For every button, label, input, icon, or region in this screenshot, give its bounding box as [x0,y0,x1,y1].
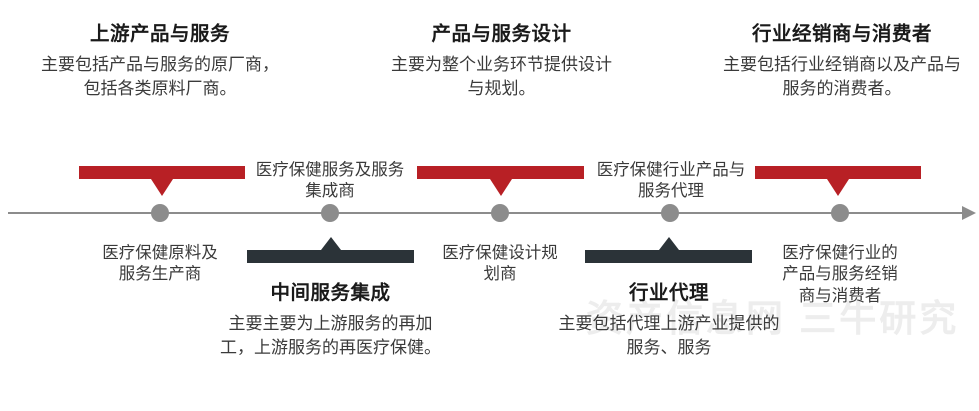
dark-bar-1-arrow-up-icon [320,237,341,250]
lower-block-2-heading: 行业代理 [628,282,709,304]
dark-bar-2 [585,237,752,263]
node-caption-5: 医疗保健行业的产品与服务经销商与消费者 [782,244,898,305]
lower-block-1-body: 主要主要为上游服务的再加工，上游服务的再医疗保健。 [220,313,441,358]
timeline-arrow-right-icon [962,206,976,220]
timeline-axis [8,212,968,214]
watermark: 资产信息网 三牛研究 [586,298,960,339]
dark-bar-1 [247,237,414,263]
upper-block-1-heading: 上游产品与服务 [89,23,230,45]
node-caption-4: 医疗保健行业产品与服务代理 [596,161,746,201]
upper-block-3: 行业经销商与消费者 主要包括行业经销商以及产品与服务的消费者。 [718,22,966,102]
upper-block-1: 上游产品与服务 主要包括产品与服务的原厂商，包括各类原料厂商。 [40,22,280,102]
node-caption-1: 医疗保健原料及服务生产商 [102,244,218,284]
red-bar-1-arrow-down-icon [151,179,173,196]
upper-block-2: 产品与服务设计 主要为整个业务环节提供设计与规划。 [384,22,619,102]
upper-block-3-body: 主要包括行业经销商以及产品与服务的消费者。 [723,54,961,99]
timeline-node-4[interactable] [661,204,679,222]
red-bar-2-arrow-down-icon [489,179,512,196]
red-bar-3-arrow-down-icon [827,179,849,196]
upper-block-3-heading: 行业经销商与消费者 [751,23,932,45]
upper-block-2-body: 主要为整个业务环节提供设计与规划。 [391,54,612,99]
timeline-node-1[interactable] [151,204,169,222]
timeline-node-3[interactable] [491,204,509,222]
timeline-node-2[interactable] [321,204,339,222]
node-caption-2: 医疗保健服务及服务集成商 [255,161,405,201]
lower-block-2: 行业代理 主要包括代理上游产业提供的服务、服务 [552,281,786,361]
timeline-node-5[interactable] [831,204,849,222]
red-bar-2 [417,166,584,196]
node-caption-3: 医疗保健设计规划商 [442,244,558,284]
red-bar-1 [79,166,245,196]
upper-block-2-heading: 产品与服务设计 [431,23,572,45]
lower-block-1: 中间服务集成 主要主要为上游服务的再加工，上游服务的再医疗保健。 [212,281,449,361]
lower-block-1-heading: 中间服务集成 [270,282,391,304]
dark-bar-2-arrow-up-icon [658,237,679,250]
lower-block-2-body: 主要包括代理上游产业提供的服务、服务 [558,313,780,358]
upper-block-1-body: 主要包括产品与服务的原厂商，包括各类原料厂商。 [41,54,279,99]
red-bar-3 [755,166,921,196]
